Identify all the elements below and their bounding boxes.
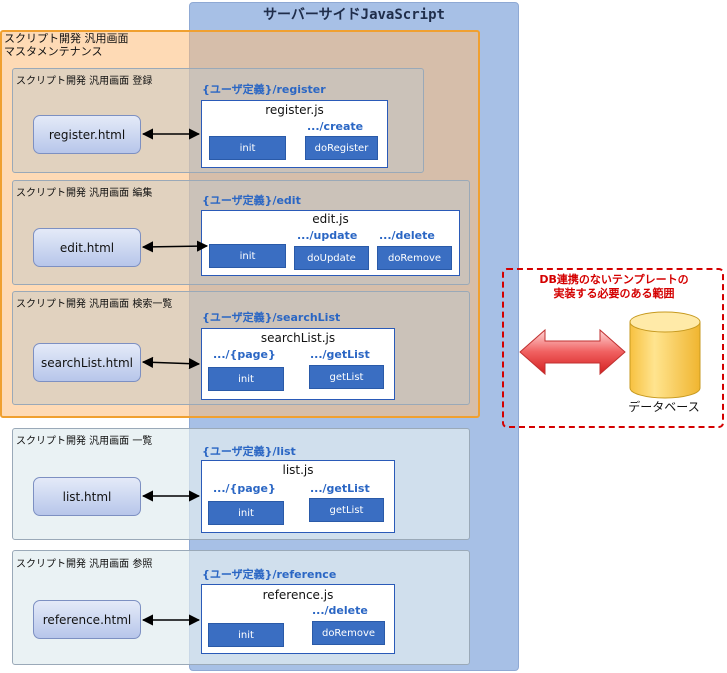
searchlist-js-name: searchList.js [260, 331, 336, 345]
db-note-line2: 実装する必要のある範囲 [553, 287, 675, 300]
register-init-function: init [209, 136, 286, 160]
searchlist-route: {ユーザ定義}/searchList [202, 311, 341, 324]
edit-doremove-function: doRemove [377, 246, 452, 270]
db-scope-note: DB連携のないテンプレートの 実装する必要のある範囲 [509, 273, 719, 301]
database-cylinder-icon [629, 311, 701, 399]
edit-route: {ユーザ定義}/edit [202, 194, 301, 207]
list-panel-title: スクリプト開発 汎用画面 一覧 [16, 436, 153, 447]
reference-html-page[interactable]: reference.html [33, 600, 141, 639]
reference-doremove-function: doRemove [312, 621, 385, 645]
searchlist-panel-title: スクリプト開発 汎用画面 検索一覧 [16, 299, 173, 310]
searchlist-getlist-function: getList [309, 365, 384, 389]
reference-init-function: init [208, 623, 284, 647]
searchlist-init-function: init [208, 367, 284, 391]
db-double-arrow [519, 328, 626, 376]
list-getlist-function: getList [309, 498, 384, 522]
list-js-name: list.js [282, 463, 314, 477]
register-endpoint-create: .../create [307, 120, 364, 133]
searchlist-endpoint-getlist: .../getList [310, 348, 370, 361]
register-panel-title: スクリプト開発 汎用画面 登録 [16, 76, 153, 87]
list-init-function: init [208, 501, 284, 525]
edit-panel-title: スクリプト開発 汎用画面 編集 [16, 188, 153, 199]
list-endpoint-getlist: .../getList [310, 482, 370, 495]
database-label: データベース [628, 400, 700, 414]
master-title-line2: マスタメンテナンス [4, 45, 103, 58]
db-scope-box [502, 268, 724, 428]
reference-route: {ユーザ定義}/reference [202, 568, 337, 581]
edit-arrow [141, 240, 209, 253]
register-js-name: register.js [265, 103, 324, 117]
server-side-title: サーバーサイドJavaScript [263, 7, 445, 23]
reference-js-name: reference.js [262, 588, 334, 602]
edit-endpoint-update: .../update [297, 229, 358, 242]
register-html-page[interactable]: register.html [33, 115, 141, 154]
list-route: {ユーザ定義}/list [202, 445, 296, 458]
edit-doupdate-function: doUpdate [294, 246, 369, 270]
register-doregister-function: doRegister [305, 136, 378, 160]
edit-html-page[interactable]: edit.html [33, 228, 141, 267]
searchlist-arrow [141, 356, 201, 370]
db-note-line1: DB連携のないテンプレートの [539, 273, 689, 286]
master-title-line1: スクリプト開発 汎用画面 [4, 32, 129, 45]
reference-panel-title: スクリプト開発 汎用画面 参照 [16, 559, 153, 570]
register-route: {ユーザ定義}/register [202, 83, 326, 96]
master-maintenance-title: スクリプト開発 汎用画面 マスタメンテナンス [4, 32, 129, 58]
list-endpoint-page: .../{page} [213, 482, 276, 495]
searchlist-html-page[interactable]: searchList.html [33, 343, 141, 382]
edit-js-name: edit.js [312, 212, 349, 226]
edit-init-function: init [209, 244, 286, 268]
reference-endpoint-delete: .../delete [312, 604, 368, 617]
list-html-page[interactable]: list.html [33, 477, 141, 516]
searchlist-endpoint-page: .../{page} [213, 348, 276, 361]
edit-endpoint-delete: .../delete [379, 229, 435, 242]
